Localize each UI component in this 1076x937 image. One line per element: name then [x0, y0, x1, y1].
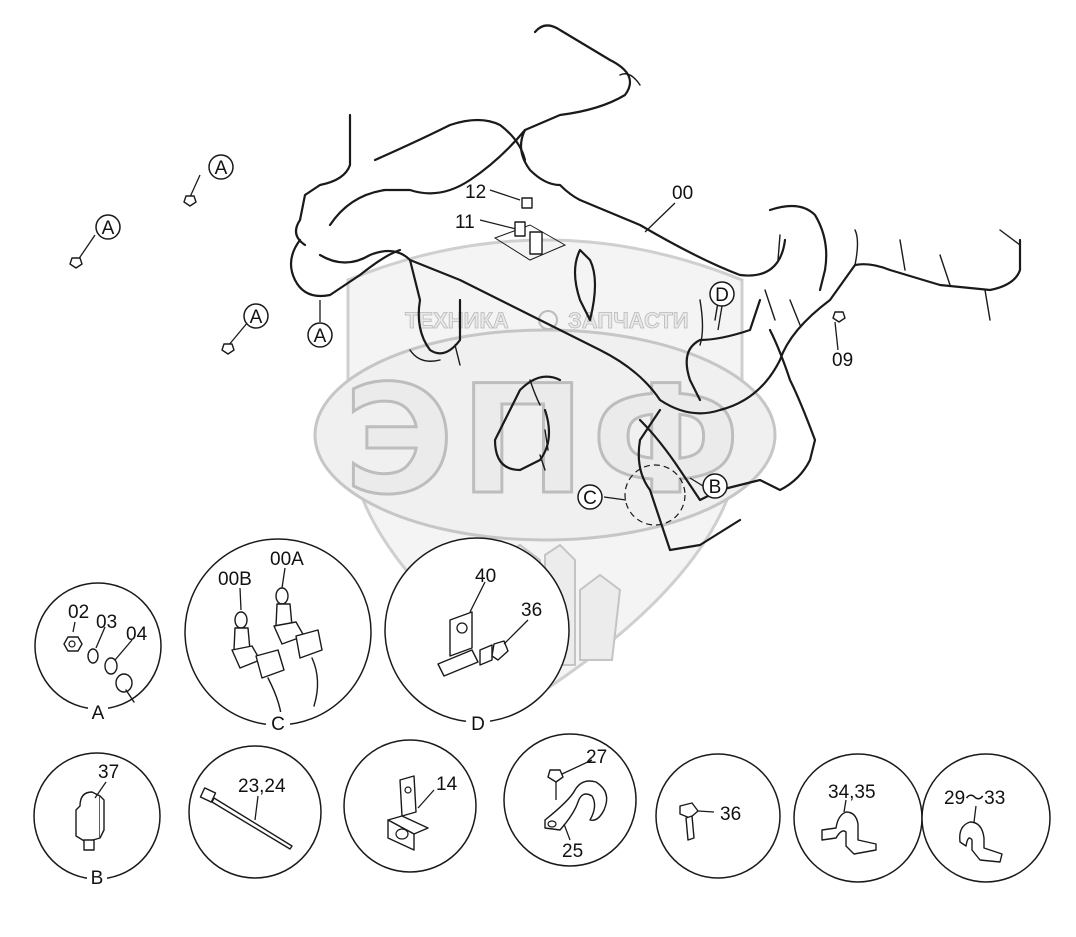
detail-bolt[interactable]: 36 [655, 753, 781, 879]
callout-b-letter: B [709, 477, 722, 498]
detail-b-caption: B [91, 868, 104, 889]
detail-c-part-00a: 00A [270, 549, 304, 570]
wiring-harness [289, 24, 1022, 552]
detail-c-caption: C [271, 714, 285, 735]
callout-a-1[interactable]: A [208, 154, 234, 180]
detail-d-part-36: 36 [521, 600, 542, 621]
detail-c-part-00b: 00B [218, 569, 252, 590]
label-09: 09 [832, 350, 853, 371]
detail-c-marker [624, 464, 686, 526]
bracket-11-12 [493, 197, 846, 323]
label-11: 11 [455, 212, 475, 233]
detail-cable-tie[interactable]: 23,24 [188, 745, 322, 879]
detail-bolt-part-36: 36 [720, 804, 741, 825]
detail-clip2-part-29-33: 29～33 [944, 788, 1005, 809]
watermark-text-right: ЗАПЧАСТИ [568, 308, 689, 333]
detail-a[interactable]: 02 03 04 A [34, 582, 162, 724]
callout-b[interactable]: B [702, 473, 728, 499]
detail-clamp-part-25: 25 [562, 841, 583, 862]
detail-b[interactable]: 37 B [33, 752, 161, 889]
nuts [69, 195, 235, 355]
detail-bracket-part-14: 14 [436, 774, 458, 795]
watermark-logo: ЭПФ [344, 354, 746, 528]
detail-b-part-37: 37 [98, 762, 119, 783]
callout-a-4[interactable]: A [307, 322, 333, 348]
callout-d[interactable]: D [709, 281, 735, 307]
detail-a-part-03: 03 [96, 612, 117, 633]
callout-c[interactable]: C [577, 484, 603, 510]
label-harness: 00 [672, 183, 693, 204]
detail-clip-34-35[interactable]: 34,35 [793, 753, 923, 883]
callout-a-1-letter: A [215, 158, 228, 179]
detail-clip1-part-34-35: 34,35 [828, 782, 876, 803]
callout-a-2[interactable]: A [95, 214, 121, 240]
callout-a-3[interactable]: A [243, 303, 269, 329]
detail-d[interactable]: 40 36 D [384, 537, 570, 735]
callout-d-letter: D [715, 285, 729, 306]
callout-a-2-letter: A [102, 218, 115, 239]
detail-clamp[interactable]: 27 25 [503, 733, 637, 867]
detail-clip-29-33[interactable]: 29～33 [921, 753, 1051, 883]
detail-a-part-04: 04 [126, 624, 148, 645]
detail-a-part-02: 02 [68, 602, 89, 623]
detail-d-part-40: 40 [475, 566, 496, 587]
detail-c[interactable]: 00B 00A C [184, 538, 372, 735]
watermark-text-left: ТЕХНИКА [405, 308, 509, 333]
detail-tie-part-23-24: 23,24 [238, 776, 286, 797]
main-labels: 00 09 11 12 [455, 182, 853, 371]
leader-lines [77, 174, 839, 501]
detail-d-caption: D [471, 714, 485, 735]
detail-clamp-part-27: 27 [586, 747, 607, 768]
label-12: 12 [465, 182, 486, 203]
callout-a-4-letter: A [314, 326, 327, 347]
callout-c-letter: C [583, 488, 597, 509]
detail-a-caption: A [92, 703, 105, 724]
callout-a-3-letter: A [250, 307, 263, 328]
detail-bracket[interactable]: 14 [343, 739, 477, 873]
